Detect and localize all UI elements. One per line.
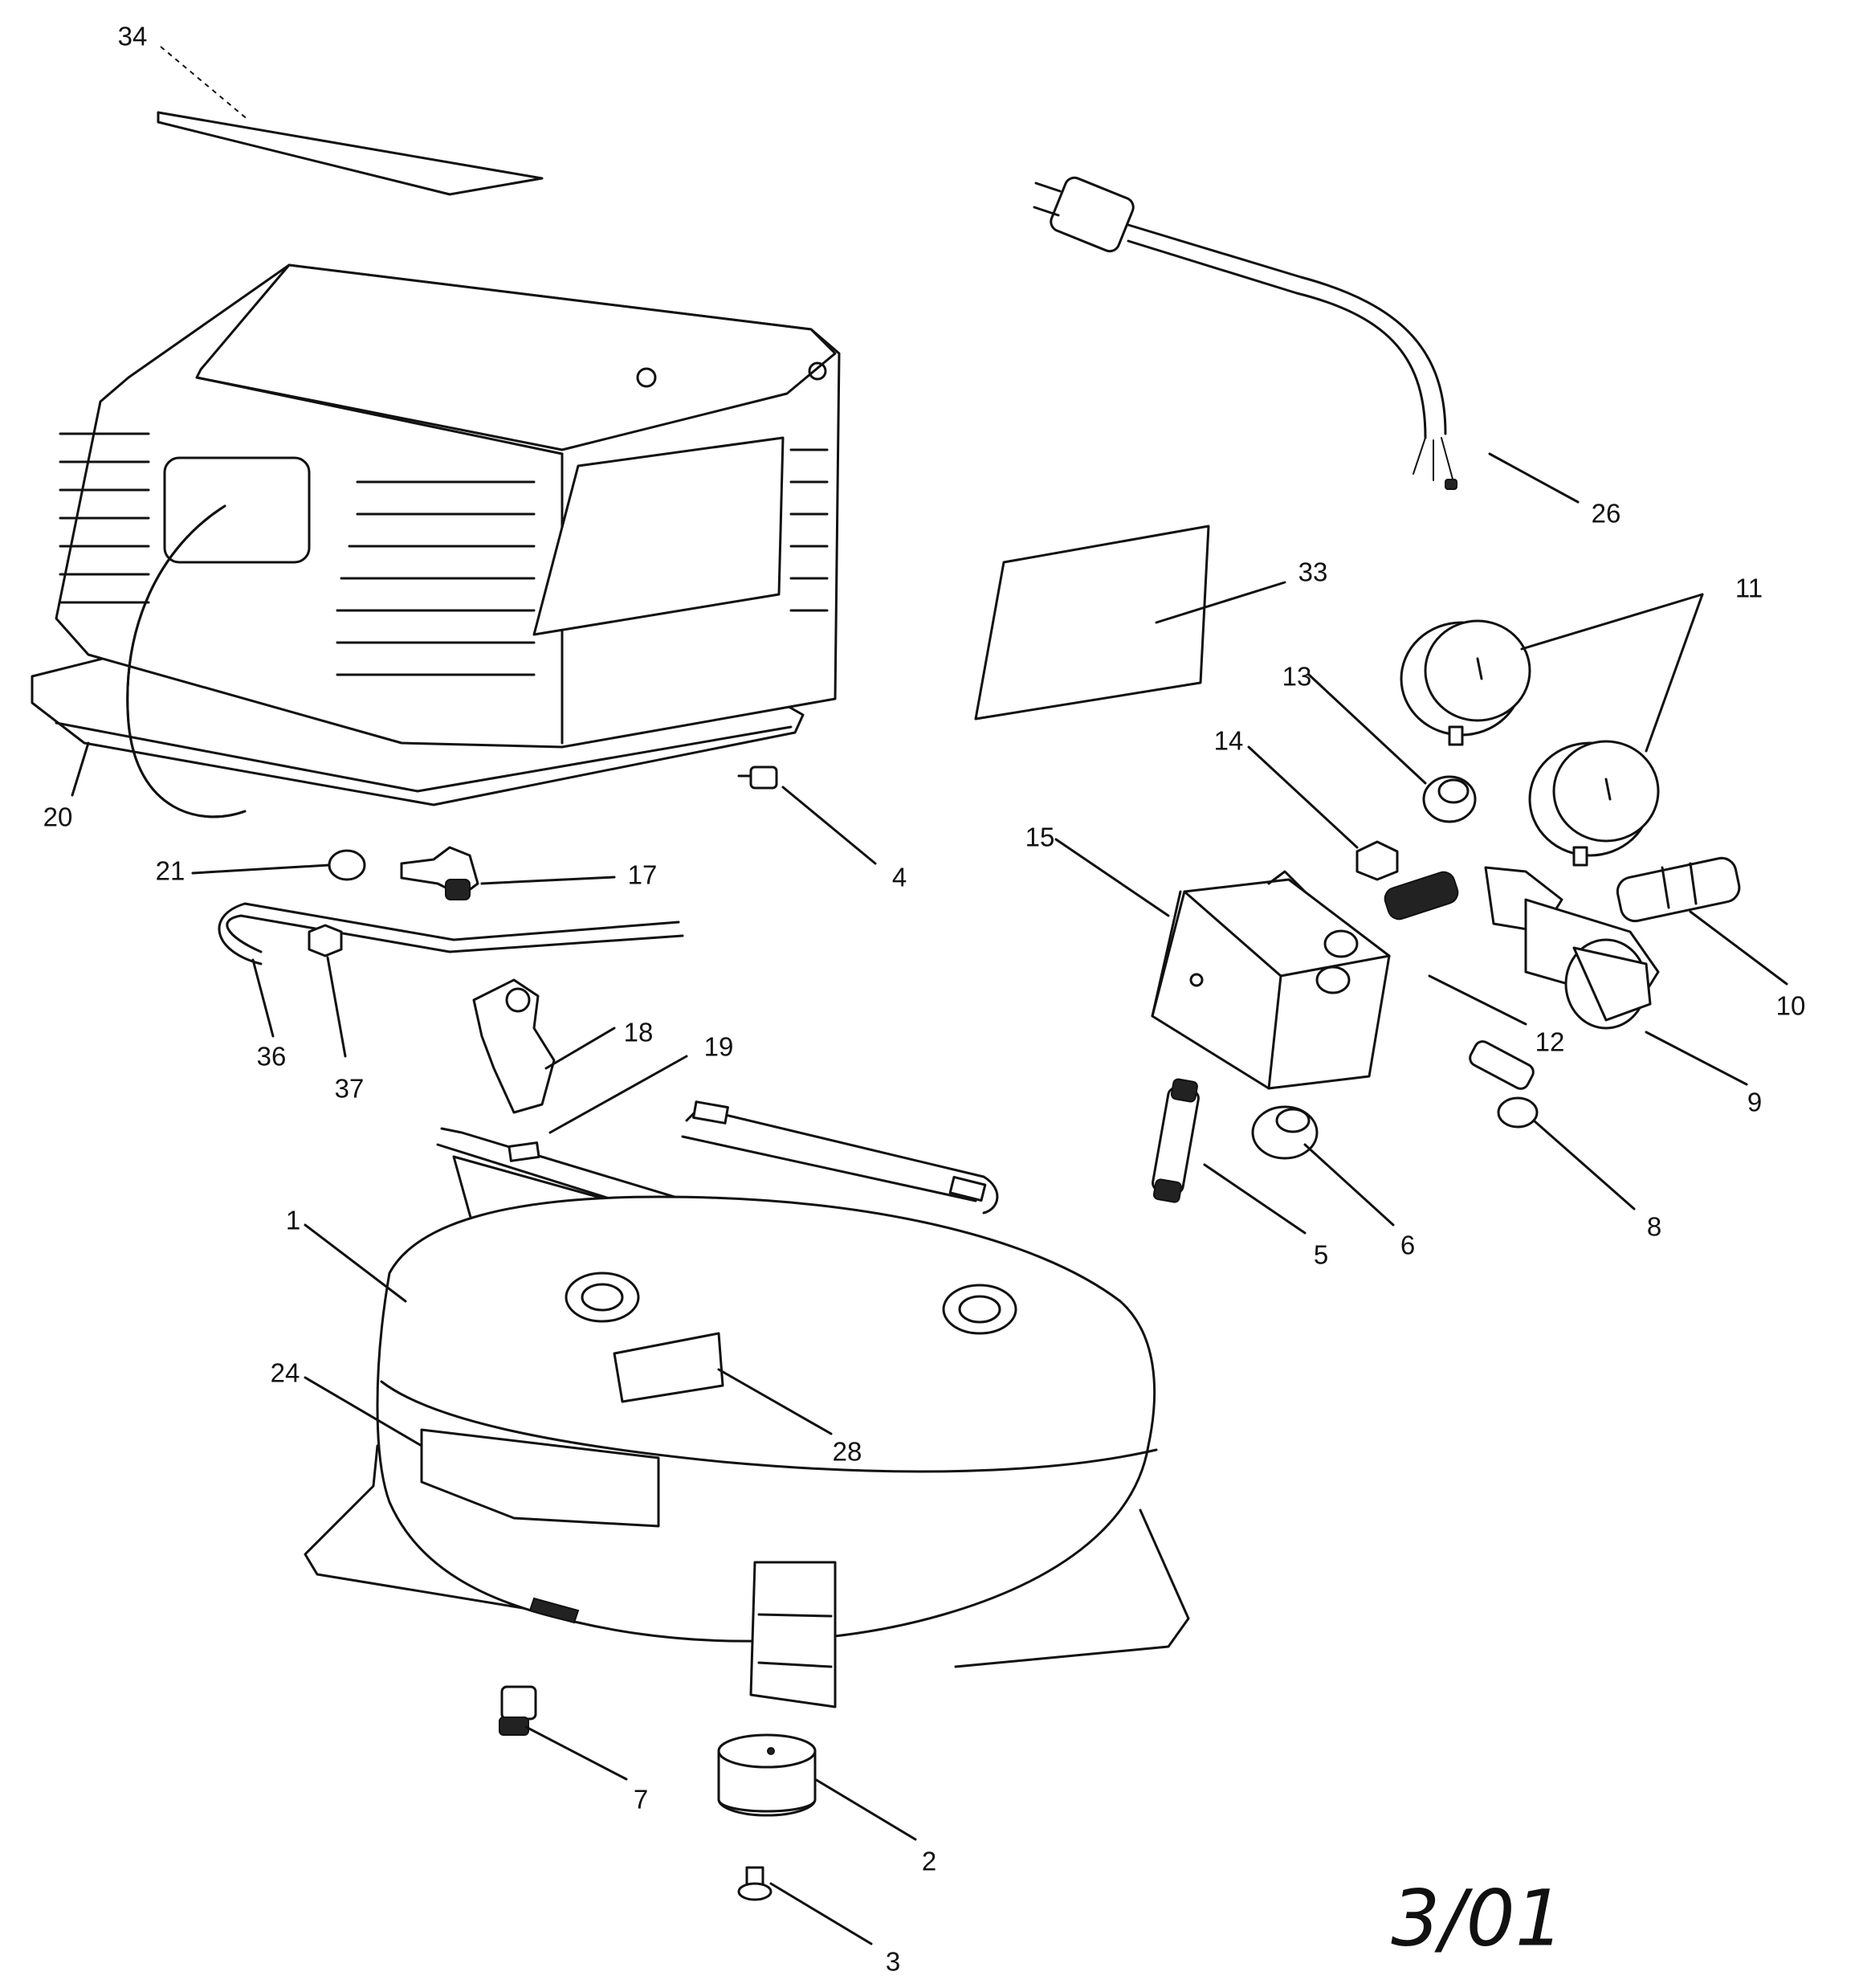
callout-1: 1 [286, 1206, 300, 1235]
safety-valve-part [1469, 1040, 1539, 1129]
callout-26: 26 [1592, 499, 1621, 529]
bushing-part [1422, 775, 1477, 823]
callout-37: 37 [335, 1074, 365, 1104]
callout-28: 28 [833, 1437, 862, 1467]
callout-13: 13 [1282, 662, 1312, 692]
outlet-tube-part [218, 902, 684, 965]
callout-5: 5 [1314, 1240, 1328, 1270]
rubber-foot-part [717, 1733, 817, 1817]
cap-part [1251, 1105, 1319, 1160]
callout-15: 15 [1025, 823, 1055, 852]
callout-7: 7 [634, 1785, 648, 1815]
air-tank-part [304, 1195, 1190, 1708]
callout-36: 36 [257, 1042, 287, 1072]
callout-3: 3 [886, 1947, 900, 1977]
callout-10: 10 [1776, 991, 1806, 1021]
nut-part [1355, 840, 1399, 881]
compression-nut-part [328, 849, 366, 881]
decal-strip-part [157, 111, 544, 196]
callout-4: 4 [892, 863, 907, 892]
callout-34: 34 [118, 22, 148, 51]
long-nipple-part [1152, 1078, 1200, 1203]
callout-21: 21 [156, 856, 185, 886]
callout-6: 6 [1400, 1231, 1415, 1260]
callout-11: 11 [1735, 574, 1763, 603]
callout-24: 24 [271, 1358, 300, 1388]
pressure-gauge-part [1528, 740, 1660, 867]
pressure-gauge-part [1400, 619, 1531, 746]
callout-20: 20 [43, 802, 73, 832]
callout-labels: 34 26 33 11 13 14 15 10 12 9 20 4 21 17 … [43, 22, 1806, 1977]
quick-coupler-part [1616, 856, 1741, 923]
pressure-switch-part [1151, 870, 1391, 1090]
callout-19: 19 [704, 1032, 734, 1062]
revision-date: 3/01 [1391, 1873, 1564, 1963]
callout-2: 2 [922, 1847, 936, 1876]
callout-17: 17 [628, 860, 658, 890]
callout-14: 14 [1214, 726, 1244, 756]
check-valve-part [472, 978, 556, 1114]
leader-lines [71, 46, 1788, 1945]
label-sheet-part [974, 525, 1210, 720]
callout-12: 12 [1535, 1027, 1565, 1057]
drain-valve-part [499, 1685, 537, 1736]
tube-nut-part [308, 924, 343, 957]
callout-33: 33 [1298, 557, 1328, 587]
bolt-part [737, 1866, 773, 1901]
small-fitting-part [737, 765, 778, 790]
pump-shroud-part [31, 263, 841, 818]
callout-9: 9 [1747, 1088, 1762, 1117]
power-cord-part [1033, 176, 1457, 490]
callout-8: 8 [1647, 1212, 1661, 1242]
elbow-fitting-part [400, 846, 479, 900]
regulator-part [1484, 866, 1660, 1030]
pipe-nipple-part [1384, 871, 1459, 921]
callout-18: 18 [624, 1018, 654, 1047]
